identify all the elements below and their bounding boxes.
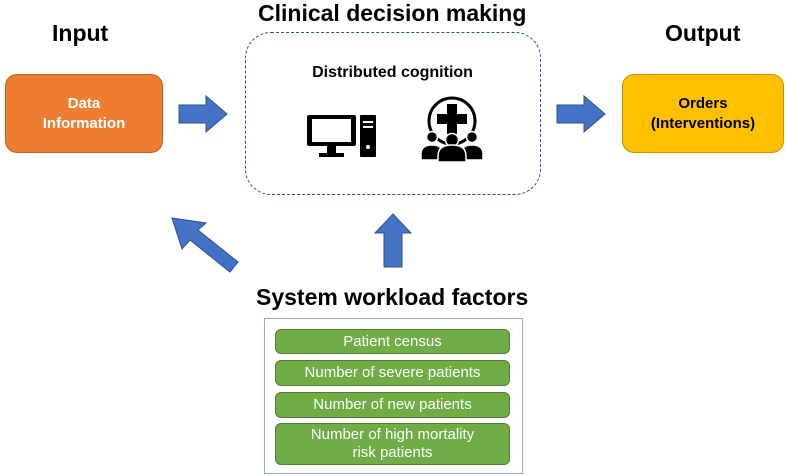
output-box: Orders (Interventions) <box>622 74 784 153</box>
arrow-workload-to-cognition <box>374 213 412 268</box>
input-line-information: Information <box>42 114 126 132</box>
arrow-input-to-cognition <box>178 95 228 133</box>
computer-icon <box>307 115 376 157</box>
factor-item: Number of high mortality risk patients <box>275 423 510 465</box>
workload-heading: System workload factors <box>256 284 529 310</box>
factor-item: Patient census <box>275 329 510 354</box>
medical-team-icon <box>420 96 484 162</box>
output-line-orders: Orders <box>678 94 728 112</box>
distributed-cognition-box: Distributed cognition <box>245 32 541 195</box>
distributed-cognition-label: Distributed cognition <box>312 64 473 81</box>
factor-item: Number of severe patients <box>275 360 510 386</box>
output-heading: Output <box>665 20 741 46</box>
factor-item: Number of new patients <box>275 392 510 418</box>
arrow-cognition-to-output <box>556 95 606 133</box>
input-heading: Input <box>52 20 109 46</box>
output-line-interventions: (Interventions) <box>650 114 756 132</box>
input-box: Data Information <box>5 74 163 153</box>
arrow-workload-to-input <box>171 217 239 273</box>
input-line-data: Data <box>67 94 101 112</box>
clinical-decision-heading: Clinical decision making <box>258 0 527 26</box>
workload-factors-panel: Patient census Number of severe patients… <box>264 318 523 474</box>
